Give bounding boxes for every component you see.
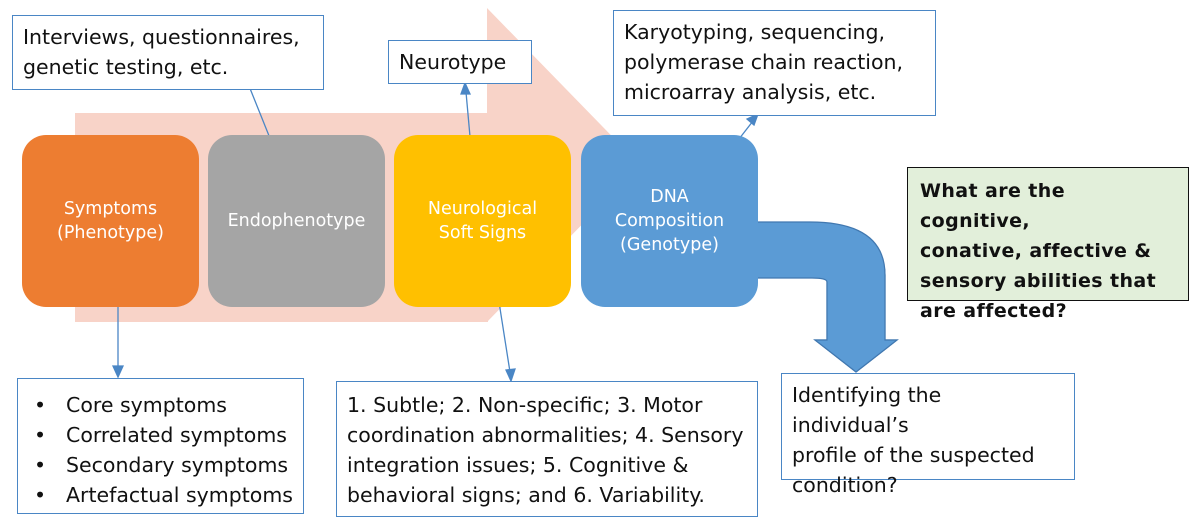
neurotype-box: Neurotype bbox=[388, 40, 532, 84]
methods-box: Interviews, questionnaires, genetic test… bbox=[12, 15, 324, 90]
list-item: Correlated symptoms bbox=[26, 420, 295, 450]
stage-neurological-soft-signs: Neurological Soft Signs bbox=[394, 135, 571, 307]
genetics-line-1: Karyotyping, sequencing, bbox=[624, 20, 886, 44]
soft-signs-box: 1. Subtle; 2. Non-specific; 3. Motor coo… bbox=[336, 381, 758, 517]
stage-neuro-label: Neurological Soft Signs bbox=[427, 199, 538, 243]
stage-symptoms-label: Symptoms (Phenotype) bbox=[57, 199, 164, 243]
list-item: Secondary symptoms bbox=[26, 450, 295, 480]
soft-signs-line-2: coordination abnormalities; 4. Sensory bbox=[347, 423, 744, 447]
methods-line-1: Interviews, questionnaires, bbox=[23, 25, 300, 49]
profile-line-3: condition? bbox=[792, 473, 898, 497]
curved-arrow-body bbox=[751, 221, 899, 373]
stage-symptoms: Symptoms (Phenotype) bbox=[22, 135, 199, 307]
list-item: Core symptoms bbox=[26, 390, 295, 420]
stage-dna-composition: DNA Composition (Genotype) bbox=[581, 135, 758, 307]
arrowhead-softsigns bbox=[505, 368, 516, 383]
arrowhead-symptom-list bbox=[111, 365, 125, 379]
question-line-4: are affected? bbox=[920, 300, 1067, 322]
arrowhead-genetics bbox=[745, 112, 760, 127]
genetics-methods-box: Karyotyping, sequencing, polymerase chai… bbox=[613, 10, 936, 116]
stage-endophenotype-label: Endophenotype bbox=[227, 211, 366, 231]
question-line-3: sensory abilities that bbox=[920, 270, 1157, 292]
stage-endophenotype: Endophenotype bbox=[208, 135, 385, 307]
list-item: Artefactual symptoms bbox=[26, 480, 295, 510]
soft-signs-line-4: behavioral signs; and 6. Variability. bbox=[347, 483, 705, 507]
genetics-line-3: microarray analysis, etc. bbox=[624, 80, 877, 104]
soft-signs-line-1: 1. Subtle; 2. Non-specific; 3. Motor bbox=[347, 393, 703, 417]
question-line-2: conative, affective & bbox=[920, 240, 1152, 262]
profile-line-2: profile of the suspected bbox=[792, 443, 1035, 467]
symptom-list: Core symptoms Correlated symptoms Second… bbox=[26, 390, 295, 510]
methods-line-2: genetic testing, etc. bbox=[23, 55, 229, 79]
arrowhead-neurotype bbox=[460, 81, 472, 95]
genetics-line-2: polymerase chain reaction, bbox=[624, 50, 904, 74]
question-line-1: What are the cognitive, bbox=[920, 180, 1065, 232]
symptom-list-box: Core symptoms Correlated symptoms Second… bbox=[17, 378, 304, 514]
profile-question-box: Identifying the individual’s profile of … bbox=[781, 373, 1075, 497]
profile-line-1: Identifying the individual’s bbox=[792, 383, 942, 437]
neurotype-label: Neurotype bbox=[399, 50, 507, 74]
soft-signs-line-3: integration issues; 5. Cognitive & bbox=[347, 453, 689, 477]
abilities-question-box: What are the cognitive, conative, affect… bbox=[907, 167, 1189, 322]
stage-dna-label: DNA Composition (Genotype) bbox=[614, 187, 725, 255]
